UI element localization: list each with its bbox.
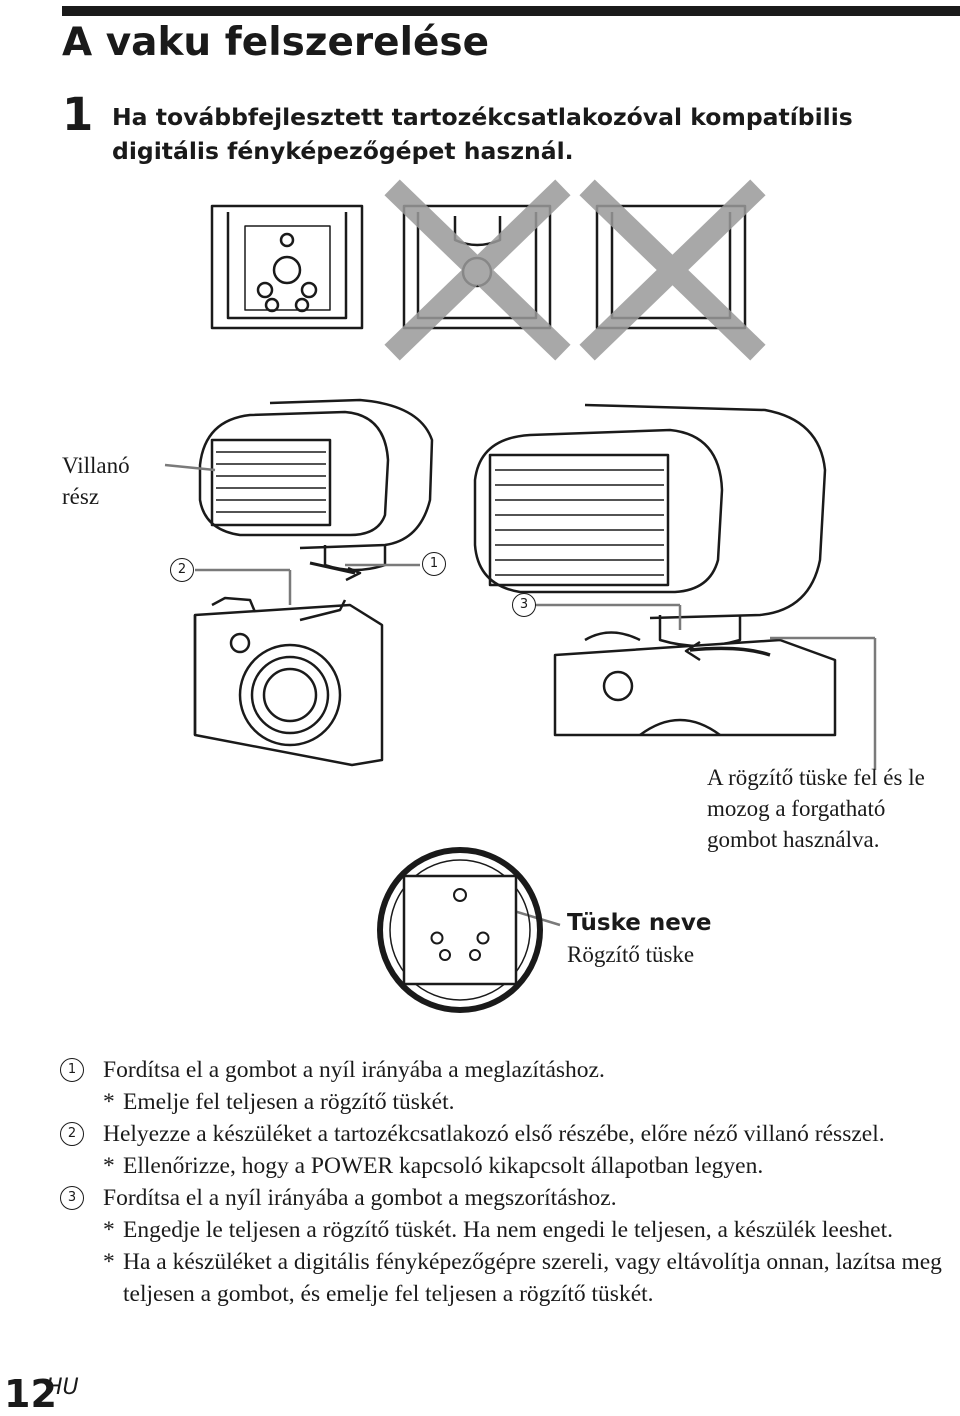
instruction-item: 2 Helyezze a készüléket a tartozékcsatla… <box>60 1118 955 1150</box>
instruction-note: * Emelje fel teljesen a rögzítő tüskét. <box>103 1086 955 1118</box>
page-language-suffix: HU <box>46 1375 79 1400</box>
instruction-note: * Engedje le teljesen a rögzítő tüskét. … <box>103 1214 955 1246</box>
note-marker: * <box>103 1153 115 1179</box>
pin-detail-diagram <box>377 847 543 1013</box>
page-title: A vaku felszerelése <box>62 20 490 65</box>
instruction-text: Fordítsa el a gombot a nyíl irányába a m… <box>103 1057 605 1083</box>
mounting-illustration <box>164 179 877 1013</box>
note-marker: * <box>103 1249 115 1275</box>
cross-marks <box>384 179 766 361</box>
step-text: Ha továbbfejlesztett tartozékcsatlakozóv… <box>112 103 853 165</box>
locking-pin-caption: A rögzítő tüske fel és le mozog a forgat… <box>707 765 925 852</box>
note-text: Ellenőrizze, hogy a POWER kapcsoló kikap… <box>123 1153 764 1179</box>
leader-lines <box>164 463 877 927</box>
note-text: Ha a készüléket a digitális fényképezőgé… <box>123 1249 942 1307</box>
instruction-item: 3 Fordítsa el a nyíl irányába a gombot a… <box>60 1182 955 1214</box>
shoe-correct-diagram <box>210 204 364 330</box>
pin-name: Rögzítő tüske <box>567 942 695 967</box>
callout-1: 1 <box>422 552 446 576</box>
instruction-marker: 3 <box>60 1186 84 1210</box>
page-number: 12 <box>4 1372 57 1416</box>
step-number: 1 <box>62 88 94 141</box>
instructions-list: 1 Fordítsa el a gombot a nyíl irányába a… <box>60 1054 955 1310</box>
pin-name-title: Tüske neve <box>567 910 712 936</box>
note-marker: * <box>103 1217 115 1243</box>
instruction-marker: 2 <box>60 1122 84 1146</box>
flash-part-label: Villanó rész <box>62 453 130 509</box>
instruction-text: Helyezze a készüléket a tartozékcsatlako… <box>103 1121 885 1147</box>
top-rule <box>62 6 960 16</box>
note-text: Emelje fel teljesen a rögzítő tüskét. <box>123 1089 455 1115</box>
instruction-note: * Ellenőrizze, hogy a POWER kapcsoló kik… <box>103 1150 955 1182</box>
note-marker: * <box>103 1089 115 1115</box>
flash-on-camera-right <box>473 403 837 737</box>
instruction-item: 1 Fordítsa el a gombot a nyíl irányába a… <box>60 1054 955 1086</box>
flash-on-camera-left <box>193 398 434 767</box>
instruction-marker: 1 <box>60 1058 84 1082</box>
instruction-text: Fordítsa el a nyíl irányába a gombot a m… <box>103 1185 617 1211</box>
instruction-note: * Ha a készüléket a digitális fényképező… <box>103 1246 955 1310</box>
callout-2: 2 <box>170 558 194 582</box>
note-text: Engedje le teljesen a rögzítő tüskét. Ha… <box>123 1217 893 1243</box>
callout-3: 3 <box>512 593 536 617</box>
